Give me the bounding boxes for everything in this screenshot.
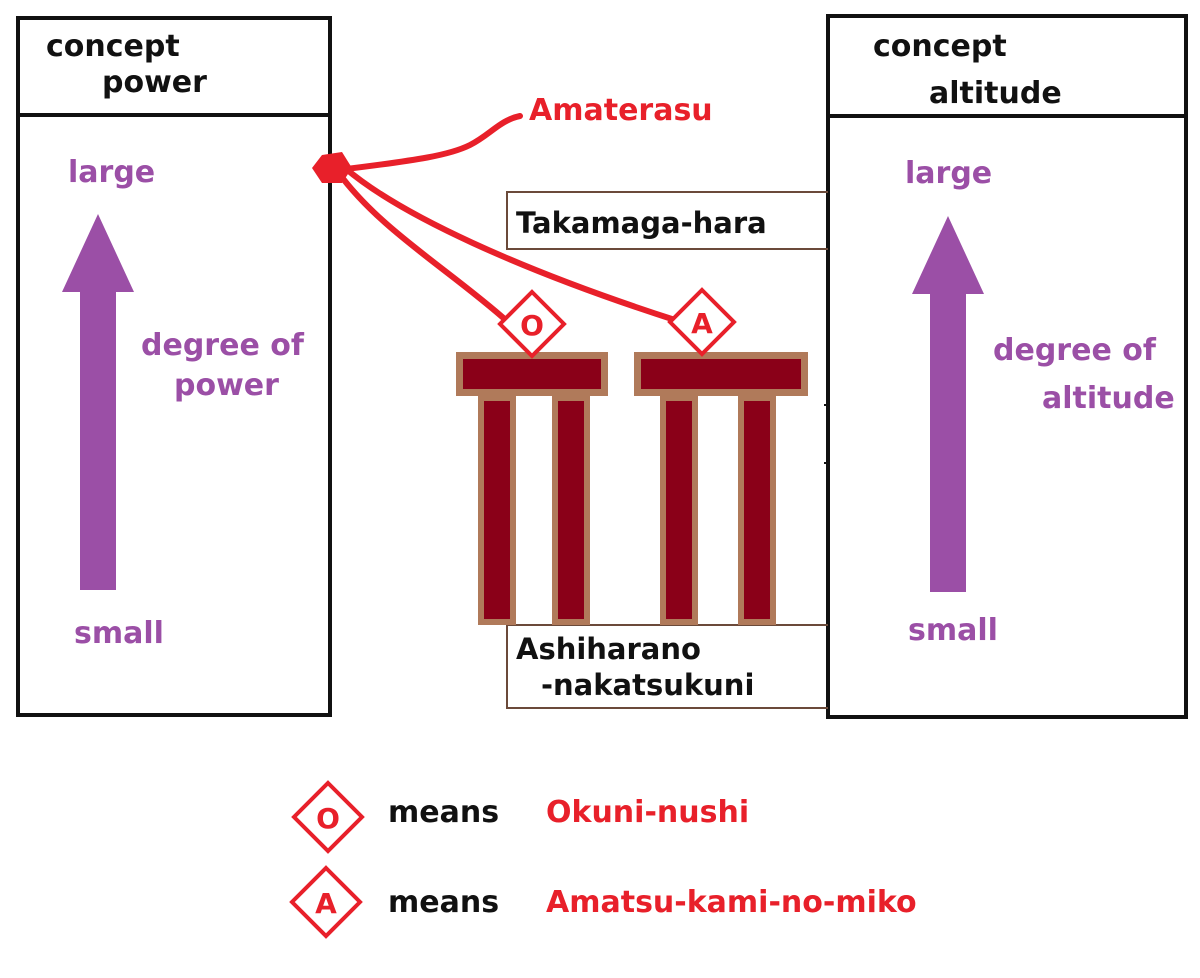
legend: O means Okuni-nushi A means Amatsu-kami-… [289,780,917,939]
amaterasu-label: Amaterasu [529,93,713,128]
left-header-line2: power [102,65,207,100]
left-header-line1: concept [46,29,180,64]
left-axis-label-line2: power [174,368,279,403]
legend-symbol: A [315,887,337,920]
amaterasu-connections [335,113,678,325]
legend-item-amatsu: A means Amatsu-kami-no-miko [289,865,917,939]
amatsu-diamond-icon [289,865,363,939]
right-bottom-label: small [908,613,998,648]
okuni-diamond-icon [291,780,365,854]
amatsu-line [342,165,678,323]
legend-symbol: O [316,802,340,835]
legend-name: Okuni-nushi [546,795,749,830]
left-panel: concept power large degree of power smal… [16,16,332,717]
right-header-line1: concept [873,29,1007,64]
right-axis-label-line1: degree of [993,333,1157,368]
okuni-marker: O [497,289,567,359]
legend-name: Amatsu-kami-no-miko [546,885,917,920]
lower-realm-label-line1: Ashiharano [516,632,701,666]
upper-realm-box: Takamaga-hara [506,191,828,250]
amatsu-marker-letter: A [691,307,713,340]
left-bottom-label: small [74,616,164,651]
lower-realm-box: Ashiharano -nakatsukuni [506,624,828,709]
torii-gate-left [456,352,608,625]
amaterasu-node-icon [312,152,352,183]
torii-gate-right [634,352,808,625]
right-header-line2: altitude [929,76,1062,111]
legend-means: means [388,795,499,830]
left-axis-label-line1: degree of [141,328,305,363]
right-panel-body-box [826,114,1188,719]
legend-item-okuni: O means Okuni-nushi [291,780,749,854]
okuni-marker-letter: O [520,309,544,342]
left-up-arrow-icon [62,214,134,590]
left-top-label: large [68,155,155,190]
upper-realm-label: Takamaga-hara [516,206,767,240]
okuni-line [335,169,511,325]
left-panel-body-box [16,113,332,717]
right-panel: concept altitude large degree of altitud… [826,14,1188,719]
legend-means: means [388,885,499,920]
lower-realm-label-line2: -nakatsukuni [541,668,754,702]
right-axis-label-line2: altitude [1042,381,1175,416]
right-up-arrow-icon [912,216,984,592]
amaterasu-line [335,113,523,173]
amatsu-marker: A [667,287,737,357]
right-top-label: large [905,156,992,191]
